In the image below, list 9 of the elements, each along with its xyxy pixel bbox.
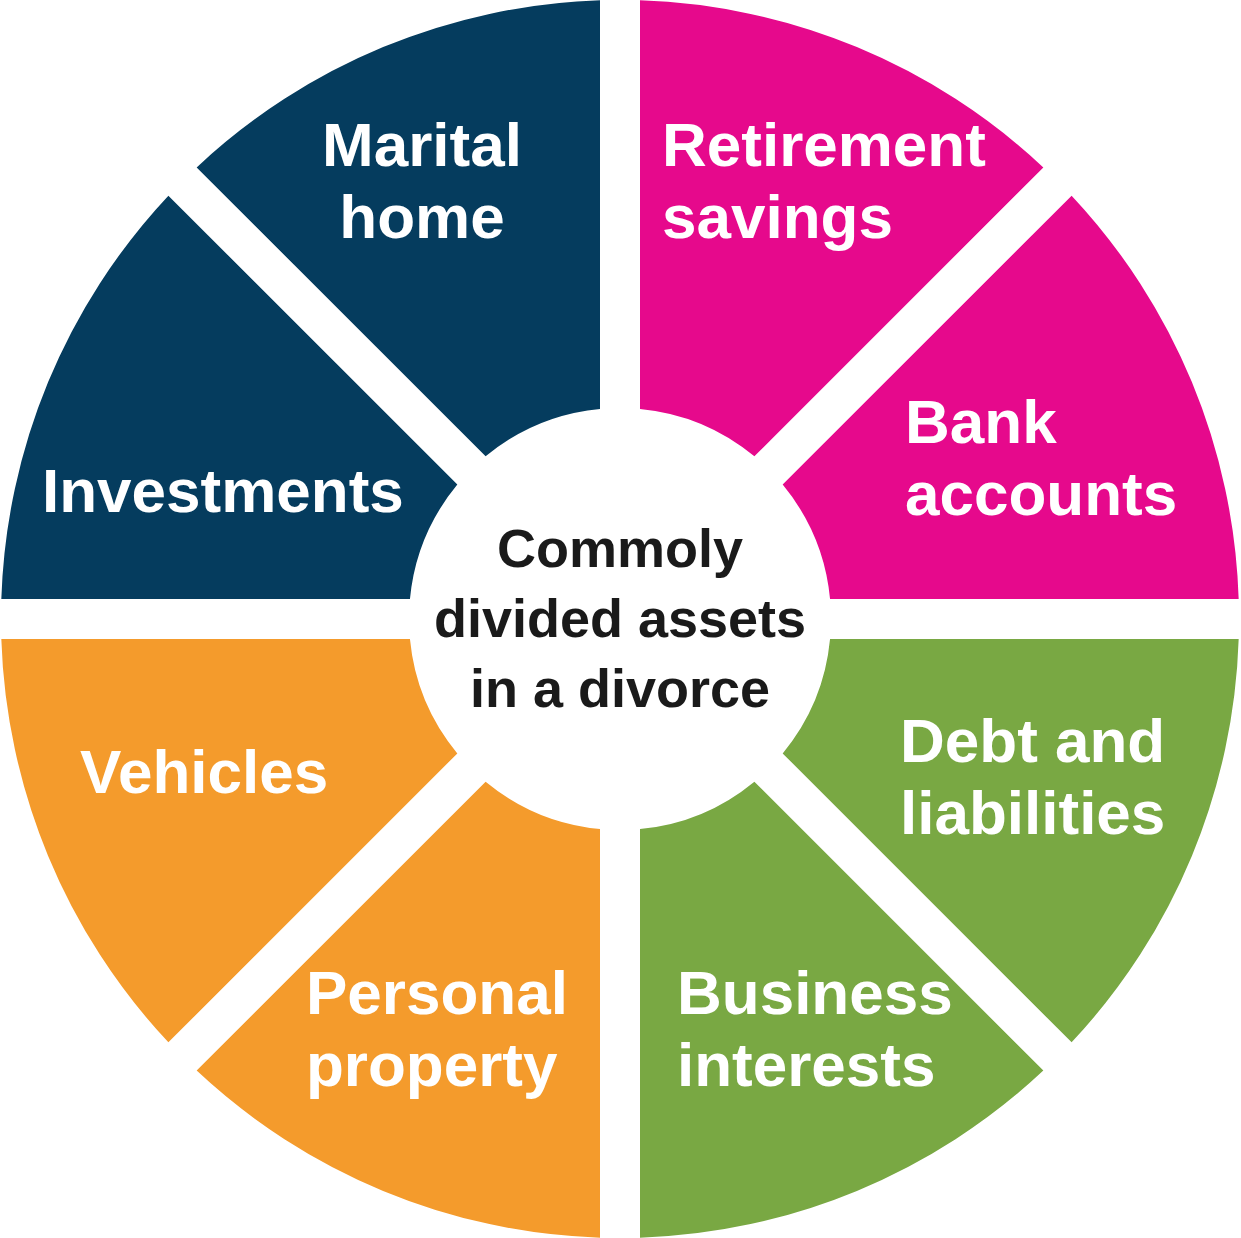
segment-label: Marital home (321, 109, 523, 253)
segment-label: Investments (42, 455, 404, 527)
segment-label: Business interests (677, 957, 954, 1101)
segment-label: Bank accounts (905, 386, 1179, 530)
segment-label: Retirement savings (662, 109, 987, 253)
segment-label: Vehicles (80, 736, 329, 808)
center-title: Commoly divided assets in a divorce (420, 513, 820, 723)
segment-label: Debt and liabilities (900, 705, 1167, 849)
segment-label: Personal property (306, 957, 569, 1101)
